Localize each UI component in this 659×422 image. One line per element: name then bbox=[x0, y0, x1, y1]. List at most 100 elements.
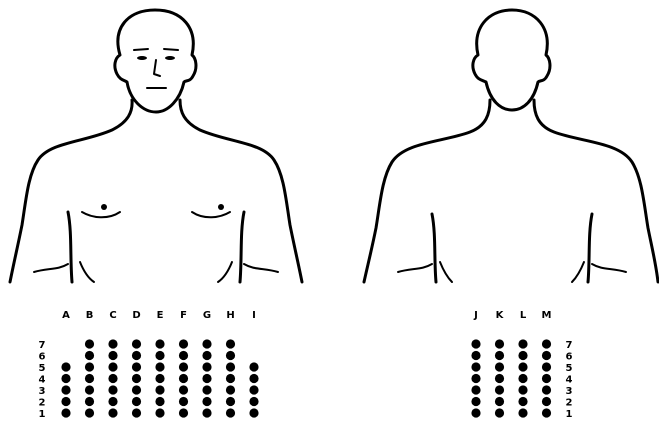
back-grid-dot bbox=[495, 351, 504, 360]
front-grid-dot bbox=[85, 339, 94, 348]
back-grid-dot bbox=[471, 408, 480, 417]
front-grid-dot bbox=[249, 397, 258, 406]
front-grid-dot bbox=[85, 374, 94, 383]
front-left-hip bbox=[80, 262, 94, 282]
back-left-arm-inner bbox=[432, 214, 436, 282]
front-grid-dot bbox=[202, 397, 211, 406]
front-grid-dot bbox=[108, 397, 117, 406]
back-grid-dot bbox=[518, 374, 527, 383]
back-grid-dot bbox=[542, 397, 551, 406]
front-grid-dot bbox=[249, 408, 258, 417]
back-grid-dot bbox=[471, 351, 480, 360]
back-grid-dot bbox=[542, 339, 551, 348]
front-grid-dot bbox=[108, 362, 117, 371]
front-grid-dot bbox=[249, 362, 258, 371]
back-grid-dot bbox=[471, 339, 480, 348]
front-grid-dot bbox=[108, 374, 117, 383]
front-right-eye bbox=[165, 56, 175, 60]
back-grid-row-label: 5 bbox=[566, 363, 573, 374]
front-grid-dot bbox=[108, 339, 117, 348]
front-grid-dot bbox=[179, 408, 188, 417]
front-grid-column-label: C bbox=[109, 310, 116, 321]
front-grid-dot bbox=[61, 362, 70, 371]
front-grid-dot bbox=[155, 374, 164, 383]
front-grid-row-label: 7 bbox=[39, 340, 46, 351]
front-grid-dot bbox=[155, 385, 164, 394]
back-dot-grid: JKLM7654321 bbox=[471, 310, 572, 420]
back-grid-dot bbox=[542, 362, 551, 371]
front-grid-dot bbox=[179, 339, 188, 348]
front-grid-dot bbox=[132, 362, 141, 371]
front-grid-dot bbox=[61, 374, 70, 383]
front-grid-dot bbox=[108, 351, 117, 360]
front-grid-row-label: 4 bbox=[39, 375, 46, 386]
front-grid-dot bbox=[226, 397, 235, 406]
back-grid-dot bbox=[495, 408, 504, 417]
back-grid-row-label: 1 bbox=[566, 409, 573, 420]
back-grid-row-label: 6 bbox=[566, 352, 573, 363]
back-grid-row-label: 3 bbox=[566, 386, 573, 397]
back-grid-dot bbox=[518, 385, 527, 394]
back-grid-column-label: K bbox=[496, 310, 505, 321]
back-grid-dot bbox=[518, 339, 527, 348]
front-nose bbox=[154, 60, 160, 76]
front-grid-dot bbox=[226, 362, 235, 371]
back-grid-dot bbox=[518, 362, 527, 371]
back-grid-column-label: J bbox=[473, 310, 478, 321]
front-right-eyebrow bbox=[164, 49, 178, 50]
back-left-hip bbox=[440, 262, 452, 282]
back-grid-dot bbox=[495, 374, 504, 383]
front-grid-dot bbox=[179, 362, 188, 371]
back-torso-outline-right bbox=[534, 100, 658, 282]
back-grid-column-label: L bbox=[520, 310, 527, 321]
front-grid-dot bbox=[155, 408, 164, 417]
front-grid-dot bbox=[155, 339, 164, 348]
front-left-eyebrow bbox=[134, 49, 148, 50]
back-grid-row-label: 7 bbox=[566, 340, 573, 351]
back-grid-dot bbox=[495, 397, 504, 406]
back-grid-dot bbox=[542, 374, 551, 383]
front-grid-column-label: A bbox=[62, 310, 70, 321]
front-grid-dot bbox=[226, 408, 235, 417]
front-left-pectoral bbox=[82, 212, 120, 217]
front-grid-dot bbox=[179, 374, 188, 383]
front-grid-dot bbox=[202, 362, 211, 371]
front-grid-column-label: I bbox=[252, 310, 256, 321]
front-right-nipple bbox=[218, 204, 224, 210]
back-grid-dot bbox=[471, 385, 480, 394]
back-grid-dot bbox=[518, 397, 527, 406]
front-dot-grid: ABCDEFGHI7654321 bbox=[39, 310, 259, 420]
back-grid-dot bbox=[471, 374, 480, 383]
back-grid-dot bbox=[495, 339, 504, 348]
front-grid-dot bbox=[132, 408, 141, 417]
front-left-eye bbox=[137, 56, 147, 60]
back-right-waist bbox=[592, 264, 626, 272]
front-grid-column-label: B bbox=[86, 310, 94, 321]
front-grid-dot bbox=[132, 374, 141, 383]
front-grid-column-label: E bbox=[157, 310, 164, 321]
front-grid-row-label: 6 bbox=[39, 352, 46, 363]
front-grid-dot bbox=[155, 397, 164, 406]
front-body-figure bbox=[10, 10, 302, 282]
front-grid-dot bbox=[85, 362, 94, 371]
front-grid-row-label: 5 bbox=[39, 363, 46, 374]
front-grid-dot bbox=[202, 351, 211, 360]
front-grid-dot bbox=[61, 408, 70, 417]
front-grid-dot bbox=[85, 397, 94, 406]
front-grid-dot bbox=[202, 408, 211, 417]
back-grid-dot bbox=[518, 408, 527, 417]
front-grid-dot bbox=[249, 385, 258, 394]
front-grid-dot bbox=[202, 374, 211, 383]
front-grid-dot bbox=[226, 339, 235, 348]
front-grid-dot bbox=[61, 385, 70, 394]
back-right-hip bbox=[572, 262, 584, 282]
back-grid-dot bbox=[542, 385, 551, 394]
front-grid-dot bbox=[132, 351, 141, 360]
front-left-arm-inner bbox=[68, 212, 72, 282]
back-grid-row-label: 4 bbox=[566, 375, 573, 386]
back-grid-column-label: M bbox=[542, 310, 552, 321]
back-head-outline bbox=[473, 10, 550, 110]
front-left-nipple bbox=[101, 204, 107, 210]
front-grid-dot bbox=[85, 351, 94, 360]
